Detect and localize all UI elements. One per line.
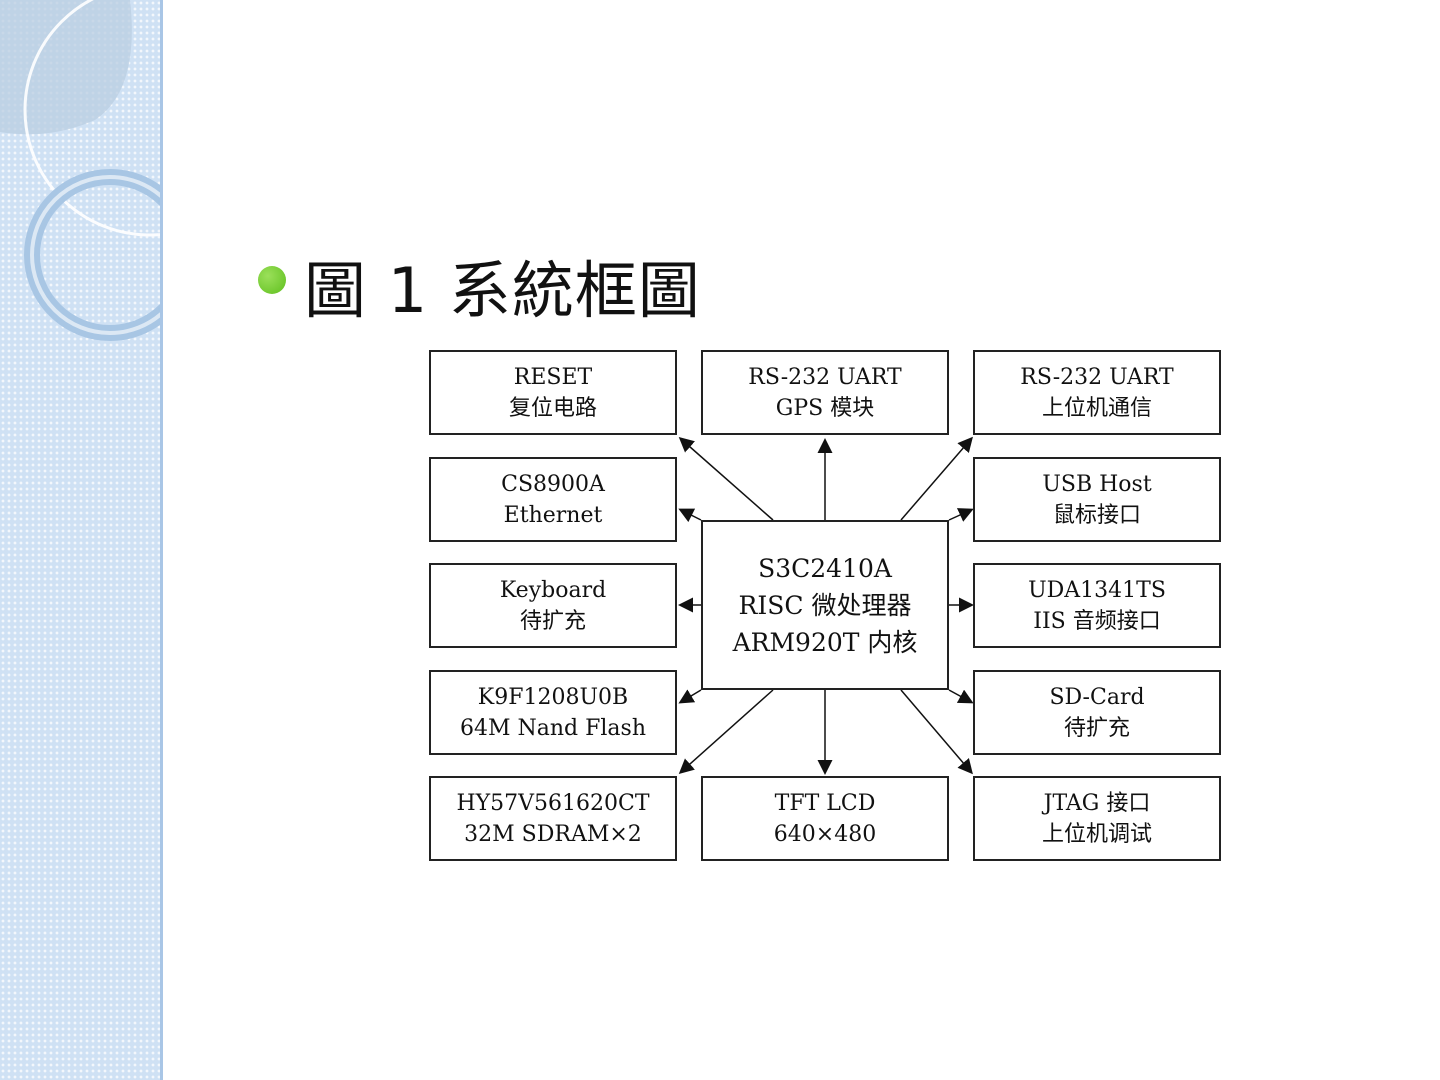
usb-box: USB Host 鼠标接口 bbox=[973, 457, 1221, 542]
gps-box: RS-232 UART GPS 模块 bbox=[701, 350, 949, 435]
usb-line1: USB Host bbox=[1042, 471, 1152, 497]
title-bullet-row: 圖 1 系統框圖 bbox=[258, 240, 701, 330]
lcd-line1: TFT LCD bbox=[774, 790, 876, 816]
ethernet-line2: Ethernet bbox=[503, 502, 603, 528]
ethernet-box: CS8900A Ethernet bbox=[429, 457, 677, 542]
sdram-box: HY57V561620CT 32M SDRAM×2 bbox=[429, 776, 677, 861]
sdcard-box: SD-Card 待扩充 bbox=[973, 670, 1221, 755]
arrow-to-ethernet bbox=[678, 508, 702, 523]
gps-line1: RS-232 UART bbox=[748, 364, 902, 390]
slide-title: 圖 1 系統框圖 bbox=[304, 254, 701, 327]
reset-line1: RESET bbox=[513, 364, 593, 390]
nand-line1: K9F1208U0B bbox=[477, 684, 629, 710]
pc-uart-box: RS-232 UART 上位机通信 bbox=[973, 350, 1221, 435]
arrow-to-sdcard bbox=[948, 689, 974, 704]
arrow-to-nand bbox=[678, 689, 702, 704]
keyboard-line1: Keyboard bbox=[499, 577, 607, 603]
arrow-to-sdram bbox=[678, 689, 774, 774]
lcd-box: TFT LCD 640×480 bbox=[701, 776, 949, 861]
decorative-side-panel bbox=[0, 0, 163, 1080]
jtag-box: JTAG 接口 上位机调试 bbox=[973, 776, 1221, 861]
system-block-diagram: S3C2410A RISC 微处理器 ARM920T 内核 RESET 复位电路… bbox=[420, 340, 1230, 870]
nand-line2: 64M Nand Flash bbox=[459, 715, 646, 741]
decorative-rings bbox=[0, 0, 160, 341]
arrow-to-usb bbox=[948, 508, 974, 522]
keyboard-box: Keyboard 待扩充 bbox=[429, 563, 677, 648]
nand-box: K9F1208U0B 64M Nand Flash bbox=[429, 670, 677, 755]
gps-line2: GPS 模块 bbox=[775, 395, 875, 421]
sdcard-line2: 待扩充 bbox=[1063, 715, 1130, 741]
reset-box: RESET 复位电路 bbox=[429, 350, 677, 435]
cpu-box: S3C2410A RISC 微处理器 ARM920T 内核 bbox=[701, 520, 949, 690]
pc-uart-line2: 上位机通信 bbox=[1041, 395, 1152, 421]
ethernet-line1: CS8900A bbox=[501, 471, 605, 497]
arrow-to-jtag bbox=[900, 689, 973, 775]
lcd-line2: 640×480 bbox=[773, 821, 877, 847]
bullet-icon bbox=[258, 266, 286, 294]
reset-line2: 复位电路 bbox=[508, 395, 597, 421]
iis-box: UDA1341TS IIS 音频接口 bbox=[973, 563, 1221, 648]
arrow-to-pc-uart bbox=[900, 436, 973, 521]
sdram-line1: HY57V561620CT bbox=[456, 790, 650, 816]
keyboard-line2: 待扩充 bbox=[519, 608, 586, 634]
cpu-line1: S3C2410A bbox=[758, 553, 892, 583]
usb-line2: 鼠标接口 bbox=[1052, 502, 1141, 528]
jtag-line1: JTAG 接口 bbox=[1043, 790, 1151, 816]
arrow-to-reset bbox=[678, 437, 774, 521]
jtag-line2: 上位机调试 bbox=[1041, 821, 1152, 847]
iis-line1: UDA1341TS bbox=[1028, 577, 1166, 603]
sdram-line2: 32M SDRAM×2 bbox=[464, 821, 642, 847]
sdcard-line1: SD-Card bbox=[1049, 684, 1145, 710]
cpu-line2: RISC 微处理器 bbox=[738, 590, 912, 620]
cpu-line3: ARM920T 内核 bbox=[732, 627, 918, 657]
connection-arrows bbox=[678, 436, 974, 775]
iis-line2: IIS 音频接口 bbox=[1033, 608, 1161, 634]
pc-uart-line1: RS-232 UART bbox=[1020, 364, 1174, 390]
